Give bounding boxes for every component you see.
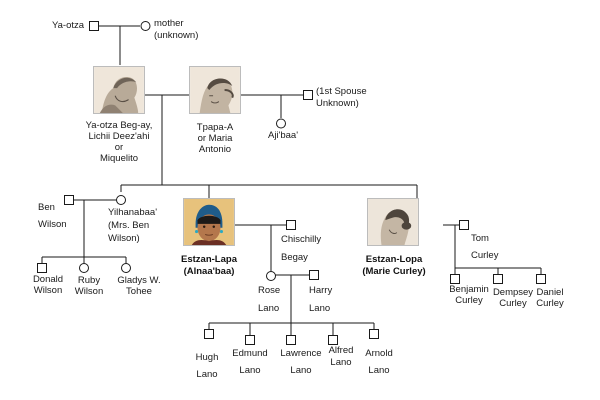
female-symbol-mother: [140, 21, 151, 31]
female-symbol-ruby: [79, 263, 89, 273]
female-symbol-yilhanabaa: [116, 195, 126, 205]
person-name-alfred: Alfred Lano: [328, 345, 354, 368]
portrait-ya-otza-begay: [93, 66, 145, 114]
person-name-donald: Donald Wilson: [32, 274, 64, 296]
person-name-first-spouse: (1st Spouse Unknown): [316, 86, 367, 109]
male-symbol-first-spouse: [303, 90, 313, 100]
person-name-arnold: Arnold Lano: [365, 348, 393, 376]
female-symbol-gladys: [121, 263, 131, 273]
person-name-rose: Rose Lano: [258, 285, 281, 314]
male-symbol-tom-curley: [459, 220, 469, 230]
male-symbol-benjamin: [450, 274, 460, 284]
person-name-mother: mother (unknown): [154, 18, 199, 41]
person-name-ajibaa: Aji'baa': [267, 130, 299, 141]
person-name-estzan-lapa: Estzan-Lapa (Alnaa'baa): [181, 254, 237, 277]
color-portrait-icon: [184, 199, 234, 245]
male-symbol-hugh: [204, 329, 214, 339]
male-symbol-chischilly: [286, 220, 296, 230]
female-symbol-ajibaa: [276, 118, 286, 129]
person-name-gladys: Gladys W. Tohee: [117, 275, 161, 297]
person-name-chischilly: Chischilly Begay: [281, 234, 322, 263]
person-name-lawrence: Lawrence Lano: [280, 348, 322, 376]
sketch-portrait-icon: [368, 199, 418, 245]
male-symbol-ya-otza: [89, 21, 99, 31]
male-symbol-harry: [309, 270, 319, 280]
male-symbol-lawrence: [286, 335, 296, 345]
male-symbol-arnold: [369, 329, 379, 339]
person-name-hugh: Hugh Lano: [195, 352, 219, 380]
portrait-estzan-lopa: [367, 198, 419, 246]
person-name-estzan-lopa: Estzan-Lopa (Marie Curley): [362, 254, 426, 277]
person-name-tom-curley: Tom Curley: [471, 233, 499, 261]
portrait-tpapa: [189, 66, 241, 114]
person-name-benjamin: Benjamin Curley: [449, 284, 489, 306]
person-name-daniel: Daniel Curley: [536, 287, 564, 309]
person-name-tpapa: Tpapa-A or Maria Antonio: [196, 122, 234, 155]
person-name-yilhanabaa: Yilhanabaa' (Mrs. Ben Wilson): [108, 207, 158, 244]
male-symbol-dempsey: [493, 274, 503, 284]
male-symbol-alfred: [328, 335, 338, 345]
person-name-ruby: Ruby Wilson: [74, 275, 104, 297]
portrait-estzan-lapa: [183, 198, 235, 246]
male-symbol-ben-wilson: [64, 195, 74, 205]
female-symbol-rose: [266, 271, 276, 281]
male-symbol-daniel: [536, 274, 546, 284]
sketch-portrait-icon: [94, 67, 144, 113]
person-name-harry: Harry Lano: [309, 285, 333, 314]
male-symbol-edmund: [245, 335, 255, 345]
sketch-portrait-icon: [190, 67, 240, 113]
person-name-edmund: Edmund Lano: [232, 348, 268, 376]
person-name-ya-otza: Ya-otza: [52, 20, 85, 31]
person-name-ben-wilson: Ben Wilson: [38, 202, 67, 230]
person-name-dempsey: Dempsey Curley: [492, 287, 534, 309]
person-name-ya-otza-begay: Ya-otza Beg-ay, Lichii Deez'ahi or Mique…: [85, 120, 153, 164]
male-symbol-donald: [37, 263, 47, 273]
